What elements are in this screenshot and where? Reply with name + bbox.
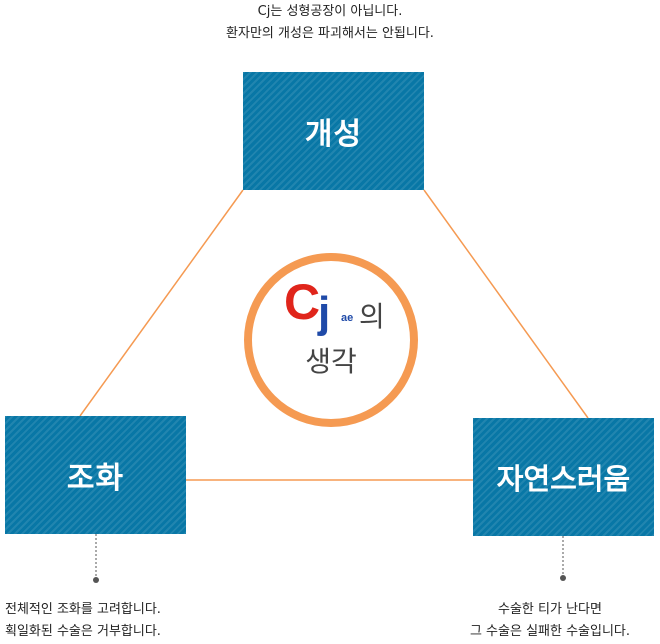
caption-harmony: 전체적인 조화를 고려합니다. 획일화된 수술은 거부합니다.	[5, 599, 161, 643]
center-text: 생각	[305, 345, 357, 378]
node-naturalness-label: 자연스러움	[496, 462, 631, 496]
connector-top-left	[79, 189, 244, 417]
node-individuality: 개성	[243, 72, 424, 190]
caption-harmony-line2: 획일화된 수술은 거부합니다.	[5, 624, 161, 639]
caption-naturalness-line2: 그 수술은 실패한 수술입니다.	[469, 624, 631, 639]
caption-naturalness: 수술한 티가 난다면 그 수술은 실패한 수술입니다.	[440, 599, 660, 643]
node-harmony-label: 조화	[66, 461, 125, 496]
caption-individuality-line2: 환자만의 개성은 파괴해서는 안됩니다.	[226, 26, 434, 41]
node-naturalness: 자연스러움	[473, 418, 654, 536]
node-harmony: 조화	[5, 416, 186, 534]
logo-c: C	[284, 274, 321, 330]
logo-possessive: 의	[359, 300, 385, 333]
logo-ae: ae	[341, 312, 354, 324]
leader-dot-left	[93, 577, 99, 583]
caption-naturalness-line1: 수술한 티가 난다면	[498, 602, 602, 617]
center-circle	[244, 253, 418, 427]
leader-dot-right	[560, 575, 566, 581]
caption-harmony-line1: 전체적인 조화를 고려합니다.	[5, 602, 161, 617]
logo-j: j	[318, 288, 331, 337]
node-individuality-label: 개성	[304, 117, 363, 152]
caption-individuality-line1: Cj는 성형공장이 아닙니다.	[257, 4, 403, 19]
connector-top-right	[423, 189, 589, 419]
caption-individuality: Cj는 성형공장이 아닙니다. 환자만의 개성은 파괴해서는 안됩니다.	[0, 1, 660, 45]
